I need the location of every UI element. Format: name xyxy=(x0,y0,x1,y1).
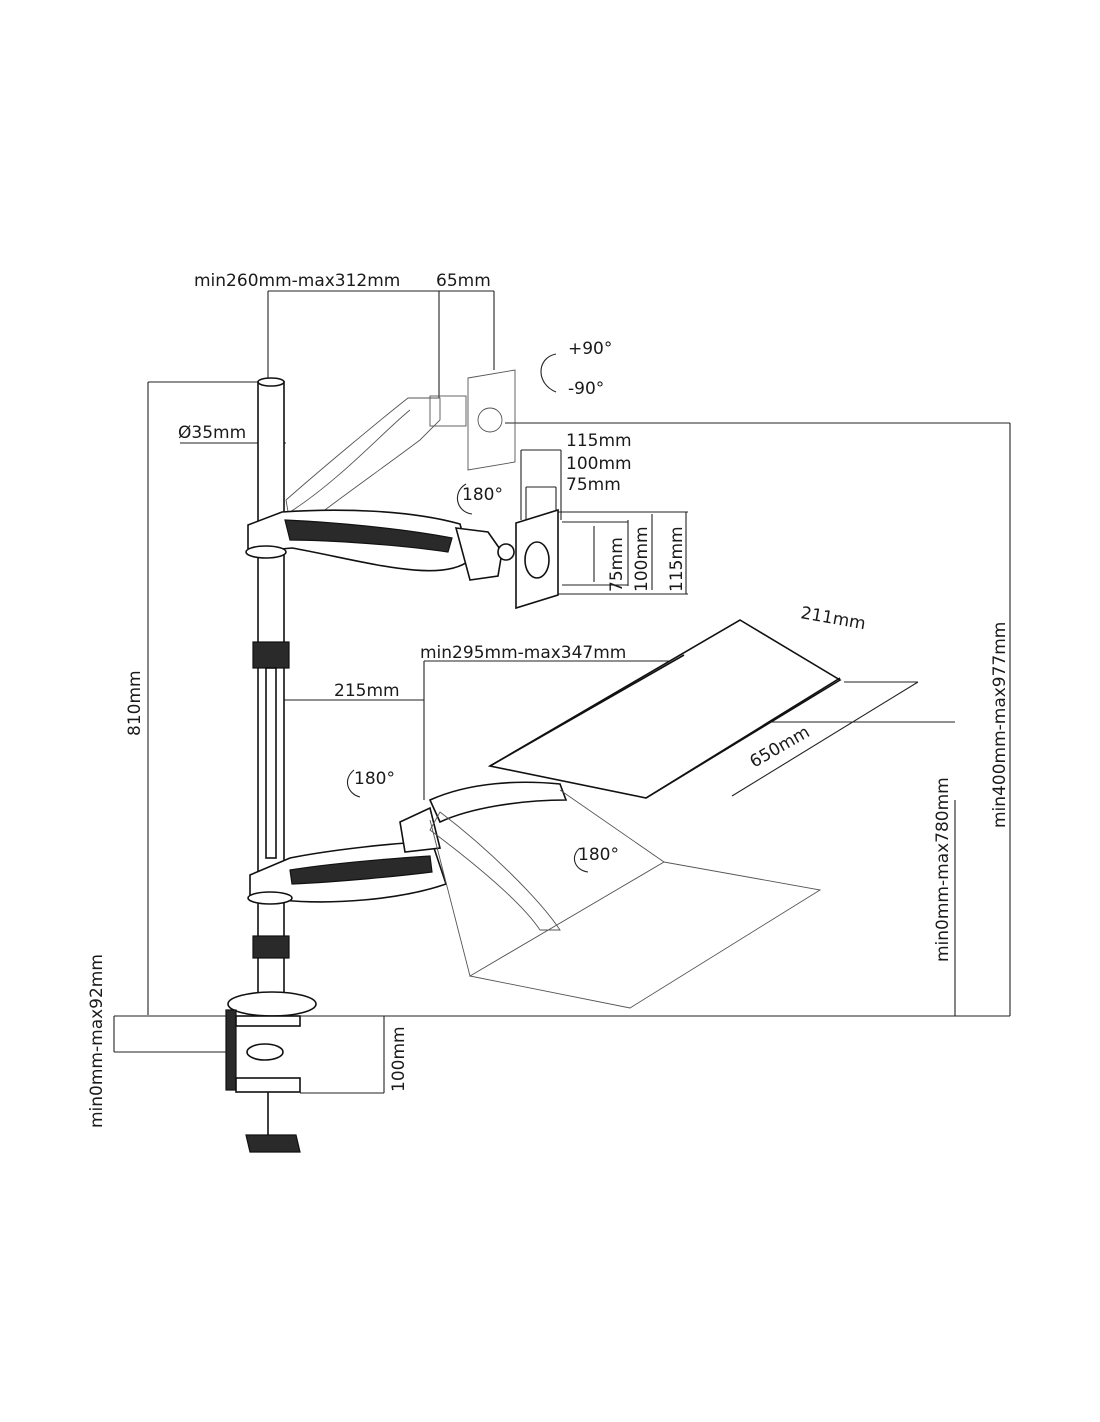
desk-thickness-label: min0mm-max92mm xyxy=(87,954,107,1128)
vesa-100-top-label: 100mm xyxy=(566,454,632,474)
vesa-offset-label: 65mm xyxy=(436,271,491,291)
vesa-115-side-label: 115mm xyxy=(667,526,687,592)
pole xyxy=(252,377,290,1011)
tray-height-range-label: min0mm-max780mm xyxy=(933,777,953,962)
desk-clamp xyxy=(225,991,317,1153)
vesa-plate-lower xyxy=(515,508,559,610)
tray-depth-label: 211mm xyxy=(799,603,867,634)
tilt-minus-label: -90° xyxy=(568,379,604,399)
vesa-115-top-label: 115mm xyxy=(566,431,632,451)
tray-arm xyxy=(247,781,568,931)
rotation-arrows xyxy=(346,353,589,873)
keyboard-tray-ghost xyxy=(429,789,822,1009)
tray-arm-swivel-label: 180° xyxy=(354,769,395,789)
swivel-arrow-icon xyxy=(573,847,589,873)
vesa-75-side-label: 75mm xyxy=(607,537,627,592)
laptop-tray xyxy=(487,619,842,799)
tilt-arrow-icon xyxy=(540,353,557,393)
clamp-height-label: 100mm xyxy=(389,1026,409,1092)
vesa-75-top-label: 75mm xyxy=(566,475,621,495)
tilt-plus-label: +90° xyxy=(568,339,612,359)
total-height-range-label: min400mm-max977mm xyxy=(990,622,1010,828)
pole-diameter-label: Ø35mm xyxy=(178,423,246,443)
labels: min260mm-max312mm 65mm +90° -90° Ø35mm 1… xyxy=(87,271,1010,1128)
vesa-plate-upper xyxy=(429,369,516,471)
monitor-swivel-label: 180° xyxy=(462,485,503,505)
vesa-100-side-label: 100mm xyxy=(632,526,652,592)
tray-arm-reach-label: min295mm-max347mm xyxy=(420,643,626,663)
dimension-lines xyxy=(113,290,1011,1094)
swivel-arrow-icon xyxy=(346,769,361,798)
swivel-arrow-icon xyxy=(456,483,473,515)
tray-swivel-label: 180° xyxy=(578,845,619,865)
arm-reach-label: min260mm-max312mm xyxy=(194,271,400,291)
monitor-arm xyxy=(245,397,515,581)
tray-arm-offset-label: 215mm xyxy=(334,681,400,701)
pole-height-label: 810mm xyxy=(125,670,145,736)
